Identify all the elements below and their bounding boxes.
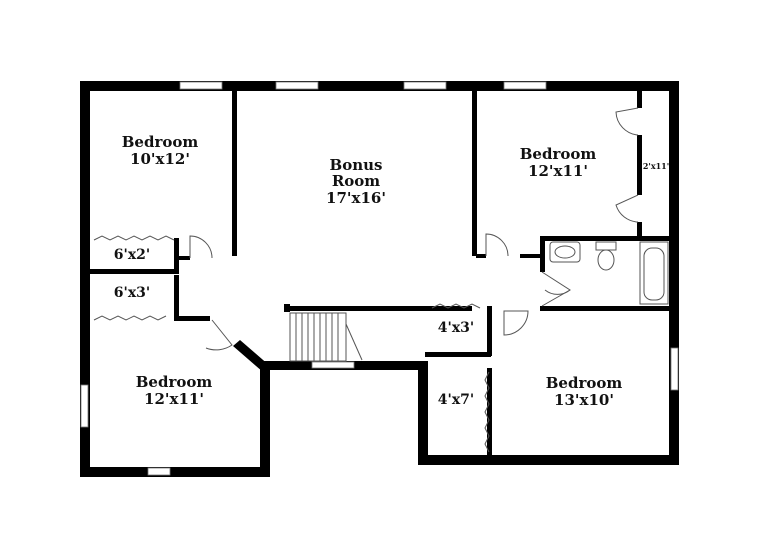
closet-c-size: 4'x3': [438, 320, 474, 336]
bathroom-fixtures: [549, 241, 669, 305]
closet-a-size: 6'x2': [114, 247, 150, 263]
bedroom-top-right-size: 12'x11': [528, 162, 588, 180]
window: [275, 81, 319, 90]
closet-b-size: 6'x3': [114, 285, 150, 301]
staircase: [289, 312, 363, 362]
interior-walls: [88, 88, 672, 462]
bedroom-top-left-name: Bedroom: [122, 133, 199, 151]
bonus-room-size: 17'x16': [326, 189, 386, 207]
window: [179, 81, 223, 90]
bedroom-bottom-right-name: Bedroom: [546, 374, 623, 392]
window: [147, 467, 171, 476]
bedroom-top-right-name: Bedroom: [520, 145, 597, 163]
bedroom-top-left-size: 10'x12': [130, 150, 190, 168]
bonus-room-name-line1: Bonus: [330, 156, 383, 174]
window: [80, 384, 89, 428]
room-labels: Bedroom 10'x12' Bonus Room 17'x16' Bedro…: [114, 133, 669, 409]
windows: [80, 81, 679, 476]
bonus-room-name-line2: Room: [332, 172, 380, 190]
bedroom-bottom-left-size: 12'x11': [144, 390, 204, 408]
toilet-tank: [595, 241, 617, 251]
doors: [93, 107, 639, 453]
window: [670, 347, 679, 391]
window: [311, 361, 355, 369]
bedroom-bottom-right-size: 13'x10': [554, 391, 614, 409]
closet-right-size: 2'x11': [643, 161, 669, 171]
closet-d-size: 4'x7': [438, 392, 474, 408]
toilet-bowl: [597, 249, 615, 271]
window: [403, 81, 447, 90]
window: [503, 81, 547, 90]
bedroom-bottom-left-name: Bedroom: [136, 373, 213, 391]
